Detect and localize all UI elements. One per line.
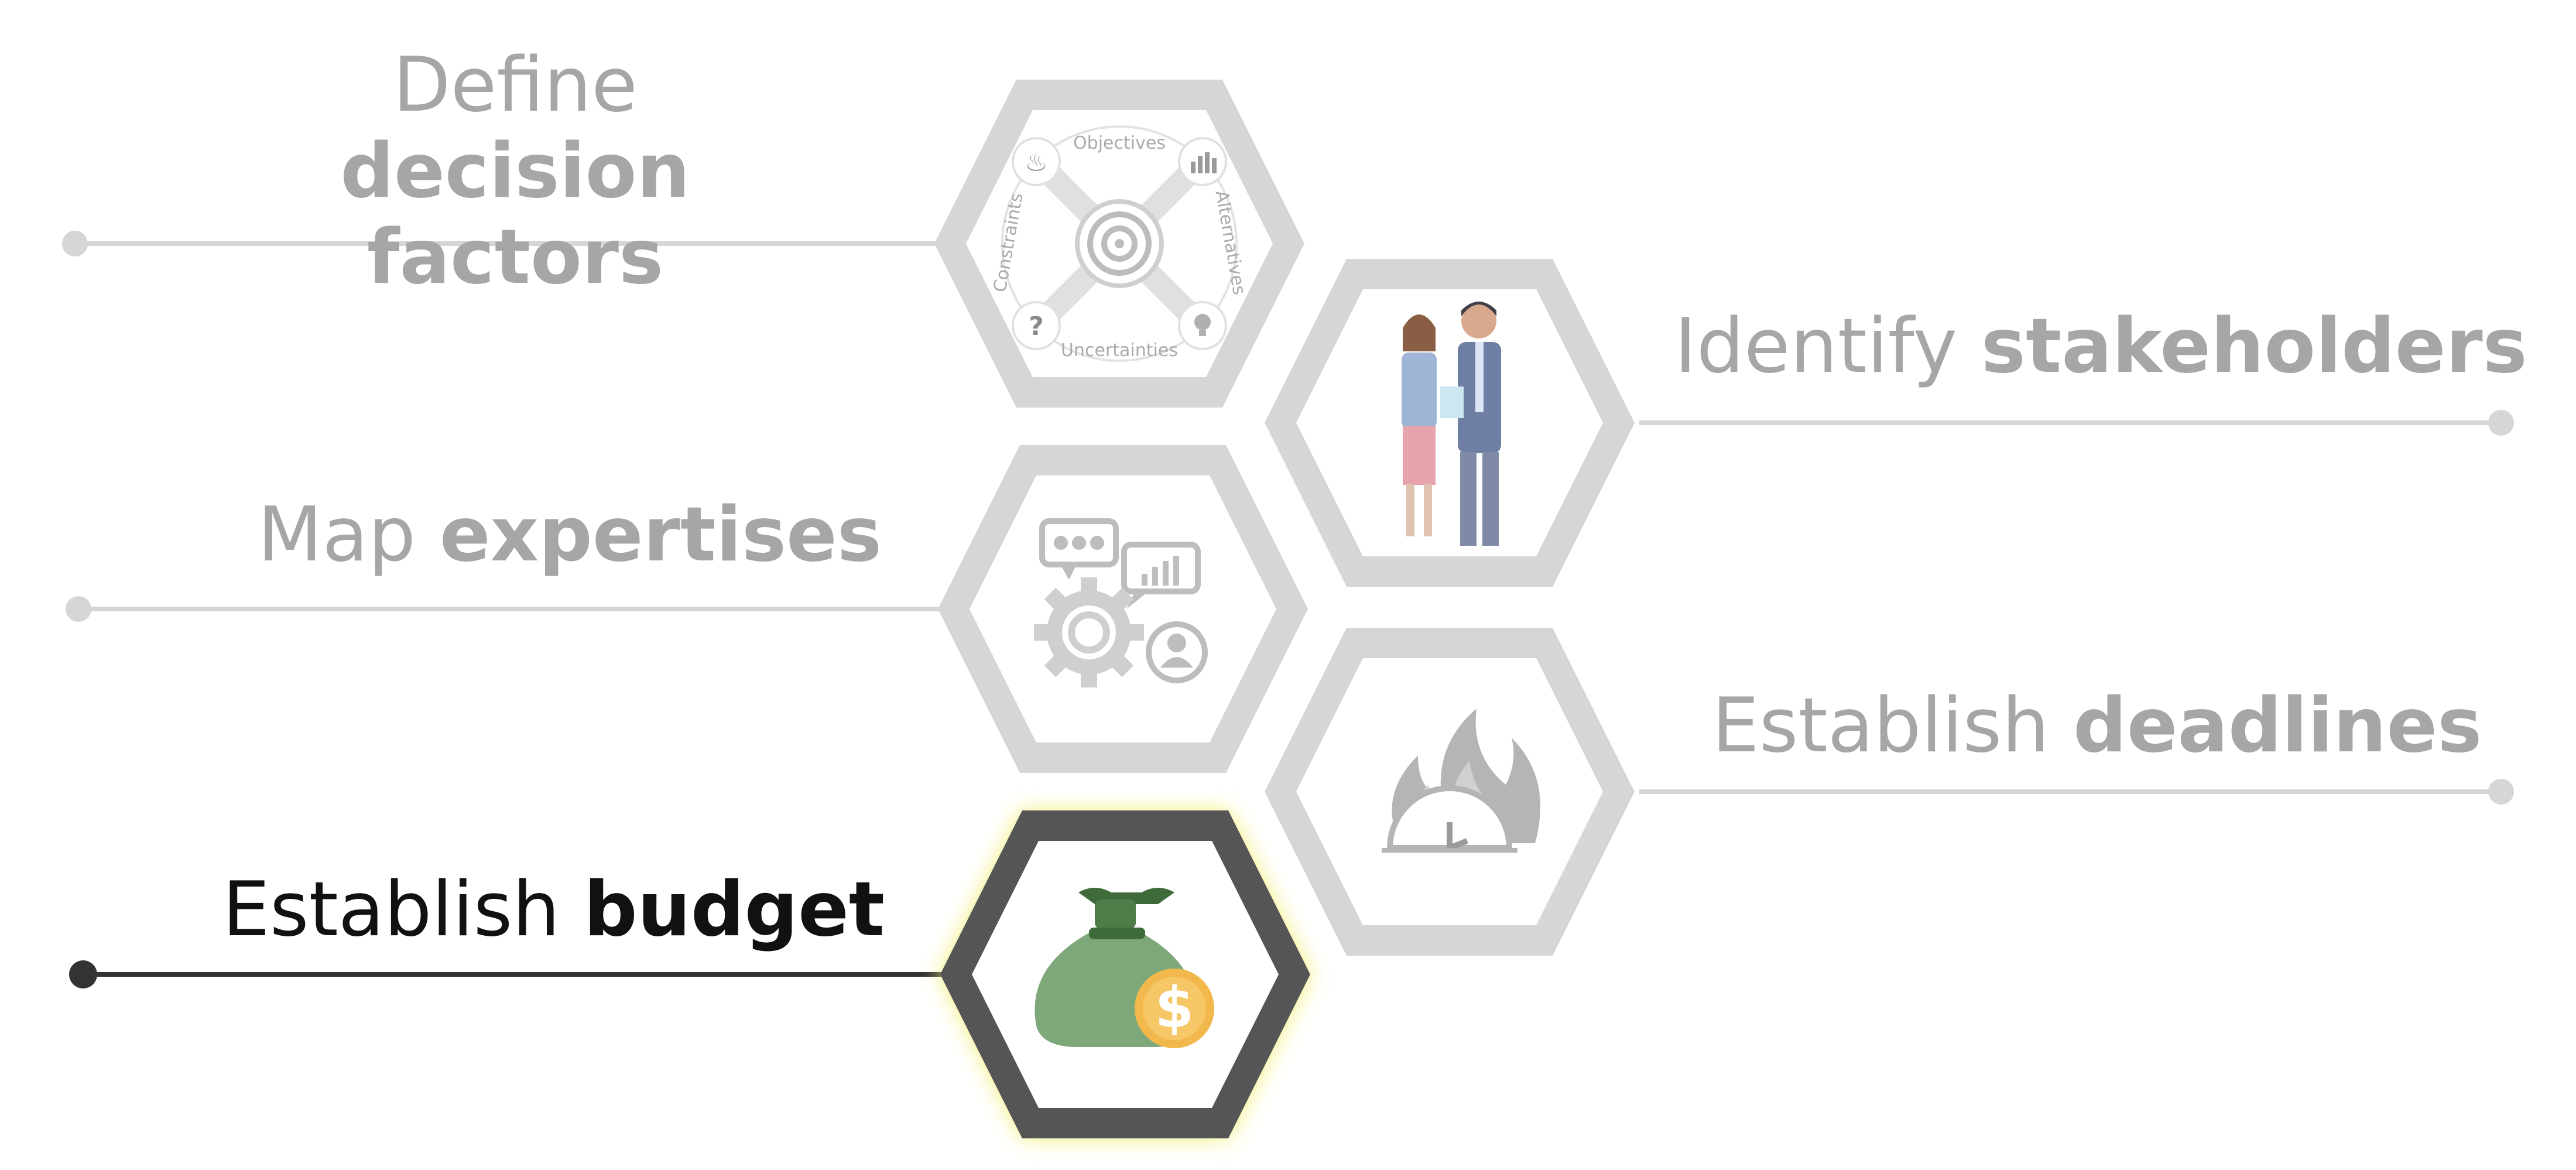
label-expertises: Map expertises [258, 491, 882, 579]
label-stakeholders: Identify stakeholders [1674, 303, 2527, 390]
connector-budget [69, 960, 943, 988]
wheel-label-top: Objectives [1073, 133, 1166, 153]
label-factors: Define decision factors [340, 42, 690, 302]
flame-icon: ♨ [1025, 148, 1047, 177]
wheel-label-bottom: Uncertainties [1061, 340, 1178, 361]
bar-chart-icon [1191, 152, 1217, 173]
burning-clock-icon [1382, 709, 1540, 853]
gear-chat-icon [1034, 518, 1208, 687]
connector-stakeholders [1639, 410, 2514, 436]
hexagon-factors: ♨ ? Objectives Uncertainties Constraints… [934, 80, 1304, 408]
lightbulb-icon [1194, 314, 1211, 330]
hexagon-stakeholders [1265, 259, 1635, 587]
hexagon-budget[interactable]: $ [940, 810, 1310, 1138]
connector-deadlines [1639, 779, 2514, 805]
business-people-icon [1402, 302, 1501, 546]
label-budget[interactable]: Establish budget [222, 866, 885, 953]
connector-factors [62, 231, 937, 256]
connector-expertises [66, 596, 940, 622]
money-bag-icon: $ [1034, 888, 1214, 1048]
question-icon: ? [1029, 312, 1044, 341]
dollar-icon: $ [1155, 975, 1194, 1041]
hexagon-deadlines [1265, 628, 1635, 956]
label-deadlines: Establish deadlines [1712, 682, 2482, 769]
hexagon-expertises [938, 445, 1308, 773]
